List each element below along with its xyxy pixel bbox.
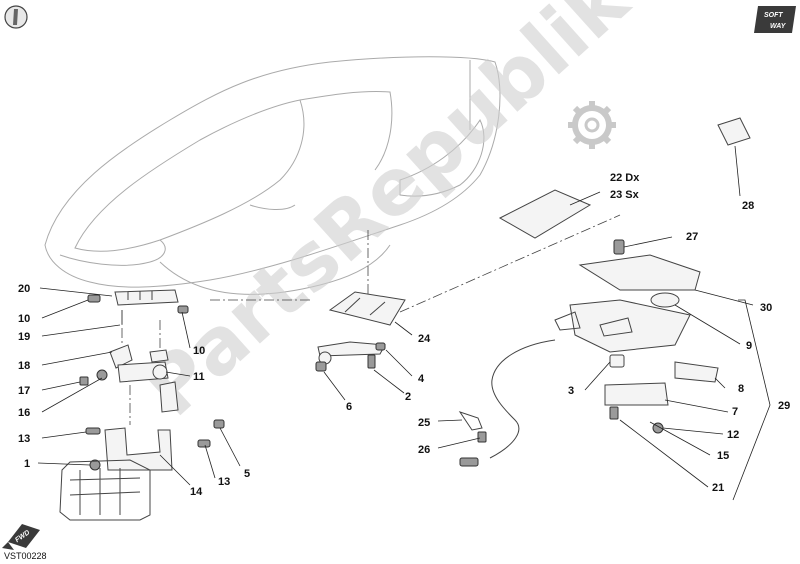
label-14: 14	[190, 486, 203, 498]
seat-support-parts	[315, 291, 406, 372]
label-26: 26	[418, 444, 430, 456]
leader-lines	[37, 145, 771, 501]
label-19: 19	[18, 331, 30, 343]
front-arrow-icon: FWD	[2, 524, 40, 550]
label-13b: 13	[218, 476, 230, 488]
label-7: 7	[732, 406, 738, 418]
label-11: 11	[193, 371, 205, 383]
tail-light-assembly	[458, 117, 751, 467]
label-21: 21	[712, 482, 724, 494]
label-4: 4	[418, 373, 425, 385]
label-10b: 10	[193, 345, 205, 357]
label-10a: 10	[18, 313, 30, 325]
label-8: 8	[738, 383, 744, 395]
label-23: 23 Sx	[610, 189, 640, 201]
seat-latch-assembly	[59, 289, 225, 521]
label-22: 22 Dx	[610, 172, 640, 184]
seat-drawing	[44, 56, 501, 295]
label-5: 5	[244, 468, 250, 480]
part-labels: 20 10 19 18 17 16 13 1 10 11 14 13 5 24 …	[18, 172, 790, 498]
diagram-code: VST00228	[4, 551, 47, 561]
label-6: 6	[346, 401, 352, 413]
badge-line-1: SOFT	[764, 12, 783, 19]
label-1: 1	[24, 458, 30, 470]
label-3: 3	[568, 385, 574, 397]
label-2: 2	[405, 391, 411, 403]
label-13a: 13	[18, 433, 30, 445]
label-20: 20	[18, 283, 30, 295]
label-9: 9	[746, 340, 752, 352]
round-badge-icon	[4, 5, 28, 29]
label-24: 24	[418, 333, 431, 345]
label-27: 27	[686, 231, 698, 243]
gear-icon	[568, 101, 616, 149]
label-28: 28	[742, 200, 754, 212]
label-18: 18	[18, 360, 30, 372]
label-30: 30	[760, 302, 772, 314]
label-12: 12	[727, 429, 739, 441]
label-15: 15	[717, 450, 729, 462]
label-25: 25	[418, 417, 430, 429]
soft-way-badge: SOFT WAY	[754, 6, 796, 33]
label-16: 16	[18, 407, 30, 419]
label-29: 29	[778, 400, 790, 412]
badge-line-2: WAY	[770, 23, 787, 30]
label-17: 17	[18, 385, 30, 397]
